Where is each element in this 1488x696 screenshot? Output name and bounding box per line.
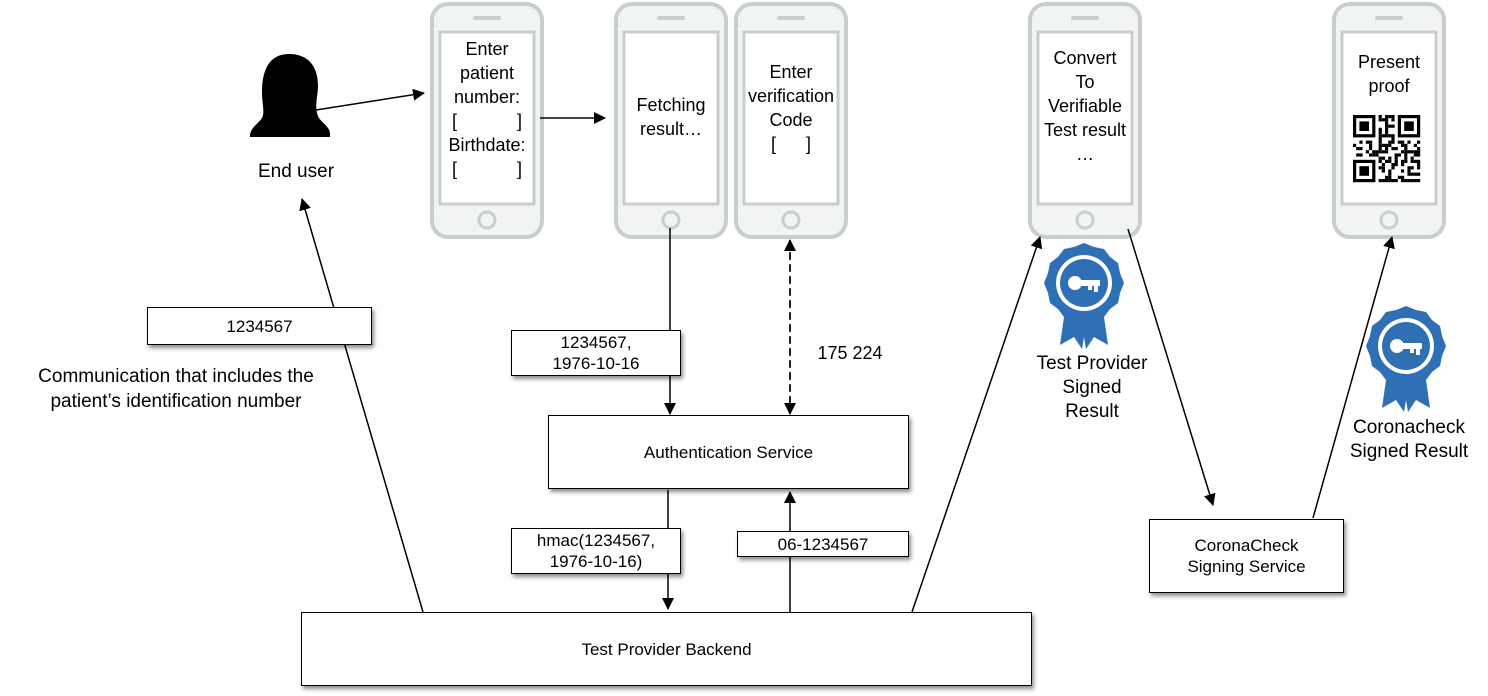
arrow-backend-to-convert <box>911 236 1043 613</box>
user-silhouette-icon <box>250 54 330 137</box>
arrow-backend-to-user <box>299 198 424 613</box>
authentication-service-box: Authentication Service <box>548 415 909 489</box>
communication-line2: patient’s identification number <box>50 391 302 412</box>
verification-code-field[interactable]: [ ] <box>770 134 811 154</box>
verification-screen: Enter verification Code [ ] <box>742 60 840 156</box>
test-provider-signed-badge-icon <box>1044 243 1124 349</box>
convert-line3: Verifiable <box>1047 96 1123 116</box>
id-number-box: 1234567 <box>147 307 372 345</box>
communication-line1: Communication that includes the <box>38 366 314 387</box>
patient-data-line1: 1234567, <box>560 333 632 352</box>
enter-patient-screen: Enter patient number: [ ] Birthdate: [ ] <box>441 37 533 181</box>
test-provider-signed-label: Test Provider Signed Result <box>1014 352 1170 424</box>
enter-patient-line3: number: <box>453 87 521 107</box>
patient-data-line2: 1976-10-16 <box>552 354 640 373</box>
signing-line2: Signing Service <box>1187 557 1306 576</box>
patient-number-field[interactable]: [ ] <box>451 111 522 131</box>
patient-data-box: 1234567, 1976-10-16 <box>511 330 681 376</box>
verification-code-label: 175 224 <box>817 343 883 363</box>
verification-line2: verification <box>747 86 835 106</box>
convert-line2: To <box>1075 72 1095 92</box>
coronacheck-signed-badge-icon <box>1366 306 1446 412</box>
coronacheck-signed-line1: Coronacheck <box>1353 417 1465 438</box>
fetching-screen: Fetching result… <box>625 93 717 141</box>
present-screen: Present proof <box>1343 50 1435 98</box>
test-provider-backend-box: Test Provider Backend <box>301 612 1032 686</box>
convert-screen: Convert To Verifiable Test result … <box>1036 46 1134 166</box>
arrow-convert-to-signing <box>1127 228 1216 506</box>
birthdate-field[interactable]: [ ] <box>451 159 522 179</box>
verification-line1: Enter <box>769 62 813 82</box>
arrow-signing-to-present <box>1312 236 1395 519</box>
coronacheck-signing-service-box: CoronaCheck Signing Service <box>1149 519 1344 593</box>
signing-line1: CoronaCheck <box>1194 536 1299 555</box>
convert-line1: Convert <box>1053 48 1117 68</box>
test-provider-signed-line3: Result <box>1065 401 1119 422</box>
coronacheck-signed-label: Coronacheck Signed Result <box>1334 416 1484 464</box>
communication-label: Communication that includes the patient’… <box>6 364 346 414</box>
token-box: 06-1234567 <box>737 531 909 557</box>
fetching-line2: result… <box>639 119 702 139</box>
end-user-label: End user <box>257 161 335 182</box>
convert-line4: Test result <box>1043 120 1127 140</box>
test-provider-signed-line1: Test Provider <box>1036 353 1148 374</box>
convert-line5: … <box>1076 144 1094 164</box>
fetching-line1: Fetching <box>636 95 706 115</box>
hmac-box: hmac(1234567, 1976-10-16) <box>511 528 681 574</box>
hmac-line1: hmac(1234567, <box>536 531 656 550</box>
hmac-line2: 1976-10-16) <box>549 552 643 571</box>
coronacheck-signed-line2: Signed Result <box>1349 441 1469 462</box>
test-provider-signed-line2: Signed <box>1062 377 1122 398</box>
present-line1: Present <box>1357 52 1421 72</box>
enter-patient-line2: patient <box>459 63 515 83</box>
arrow-user-to-phone <box>315 88 425 111</box>
present-line2: proof <box>1368 76 1410 96</box>
verification-line3: Code <box>769 110 813 130</box>
qr-code-icon <box>1351 113 1423 185</box>
enter-patient-line1: Enter <box>465 39 509 59</box>
birthdate-label: Birthdate: <box>448 135 526 155</box>
